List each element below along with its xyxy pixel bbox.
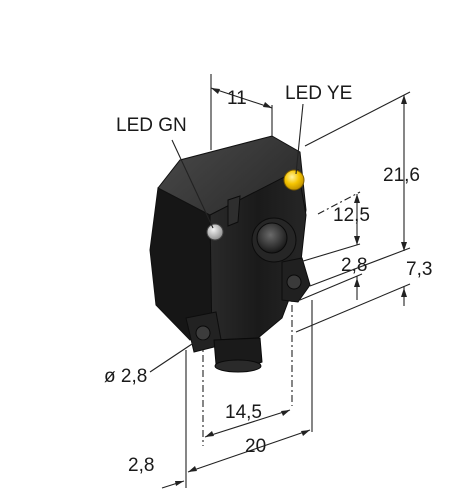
leader-led-green <box>171 139 214 229</box>
led-leaders <box>171 103 304 229</box>
arrow-125-a <box>354 194 360 203</box>
led-green-icon <box>206 223 224 241</box>
housing-notch <box>227 195 241 227</box>
leader-led-yellow <box>295 103 304 175</box>
arrow-20-a <box>188 466 197 472</box>
arrow-145-a <box>205 431 214 437</box>
arrow-73 <box>401 288 407 297</box>
dim-label-2-8-right: 2,8 <box>341 255 367 276</box>
arrow-216-a <box>401 95 407 104</box>
leader-hole-diameter <box>149 339 199 373</box>
dim-11 <box>210 87 273 109</box>
dim-label-21-6: 21,6 <box>383 165 420 186</box>
ext-216-top <box>304 91 411 147</box>
ext-28r <box>299 273 363 301</box>
dim-label-2-8-bottom: 2,8 <box>128 455 154 476</box>
mount-hole-left <box>195 325 211 341</box>
arrow-11-b <box>263 102 272 108</box>
dim-20 <box>187 429 311 473</box>
mount-hole-right <box>286 274 302 290</box>
arrow-11-a <box>211 88 220 94</box>
dimension-lines <box>149 74 411 489</box>
arrow-125-b <box>354 236 360 245</box>
dim-label-14-5: 14,5 <box>225 402 262 423</box>
arrow-28r <box>354 278 360 287</box>
dim-label-7-3: 7,3 <box>406 259 432 280</box>
dim-label-11: 11 <box>227 88 247 109</box>
arrow-28b <box>175 481 184 486</box>
dim-label-12-5: 12,5 <box>333 205 370 226</box>
labels: LED GN LED YE 11 21,6 12,5 2,8 7,3 ø 2,8… <box>104 83 432 476</box>
led-yellow-icon <box>283 169 305 191</box>
dim-label-20: 20 <box>245 436 266 457</box>
arrow-145-b <box>281 410 290 416</box>
label-led-yellow: LED YE <box>285 83 352 104</box>
label-led-green: LED GN <box>116 115 187 136</box>
arrow-216-b <box>401 242 407 251</box>
ext-216-bottom <box>309 247 411 287</box>
lens-icon <box>256 222 288 254</box>
arrow-20-b <box>301 430 310 436</box>
ext-73 <box>295 283 411 333</box>
sensor-housing <box>149 135 311 373</box>
ext-125-bottom <box>299 243 361 263</box>
cable-end <box>214 359 262 373</box>
dim-label-hole-diameter: ø 2,8 <box>104 366 147 387</box>
dim-145 <box>204 409 291 438</box>
